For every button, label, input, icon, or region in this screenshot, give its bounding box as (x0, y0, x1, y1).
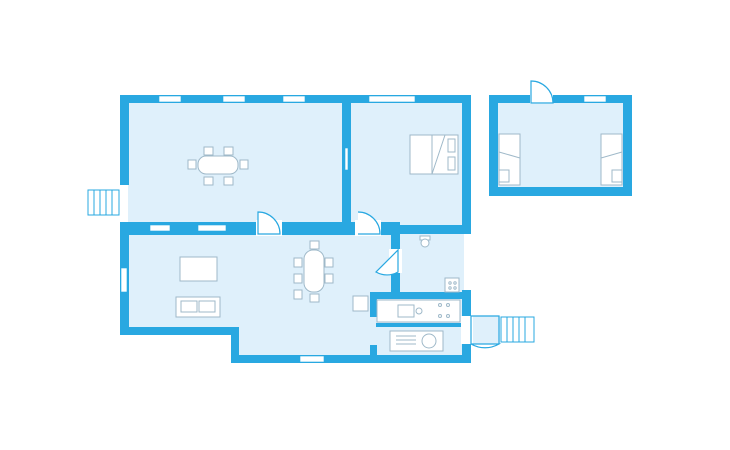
doors (256, 80, 554, 349)
entrance-stairs-left (87, 189, 120, 216)
wall-interior-bath-top (385, 225, 471, 234)
entrance-stairs-right (500, 316, 535, 343)
door-bedroom (355, 211, 381, 236)
door-annex (530, 80, 554, 104)
wall-kitchen-top (370, 292, 471, 299)
wall-bottom (231, 355, 471, 363)
window (583, 95, 607, 103)
window (149, 224, 171, 232)
main-house-floor-top (128, 102, 464, 228)
window (197, 224, 227, 232)
window (344, 147, 349, 171)
toilet-icon (419, 235, 431, 248)
annex-wall-top (489, 95, 632, 103)
wall-kitchen-mid (376, 323, 466, 327)
furniture (175, 133, 623, 352)
annex-wall-right (623, 95, 632, 196)
door-bathroom (375, 248, 402, 276)
stove-icon (438, 303, 450, 318)
shower-icon (444, 277, 460, 293)
door-entrance (461, 315, 502, 349)
sofa (175, 296, 221, 318)
kitchen-sink-icon (397, 304, 415, 318)
window (282, 95, 306, 103)
dining-table-6-chairs (293, 240, 334, 303)
coffee-table (179, 256, 218, 282)
window (299, 355, 325, 363)
annex-wall-bottom (489, 187, 632, 196)
washbasin-counter (389, 330, 444, 352)
kitchen-counter (376, 299, 461, 323)
wall-right-upper (462, 95, 471, 230)
window (368, 95, 416, 103)
double-bed (409, 134, 459, 175)
wall-kitchen-stub (370, 345, 377, 363)
window (158, 95, 182, 103)
single-bed (498, 133, 521, 186)
window (120, 267, 128, 293)
single-bed (600, 133, 623, 186)
wall-left-upper (120, 95, 129, 185)
armchair (352, 295, 369, 312)
stairs (87, 189, 535, 343)
annex-wall-left (489, 95, 498, 196)
window (222, 95, 246, 103)
dining-table-6-chairs (187, 146, 249, 186)
washbasin-icon (421, 333, 437, 349)
wall-kitchen-left (370, 292, 377, 317)
door-dining (256, 211, 282, 236)
wall-bottom-step (231, 327, 239, 363)
wall-bottom-left (120, 327, 239, 335)
